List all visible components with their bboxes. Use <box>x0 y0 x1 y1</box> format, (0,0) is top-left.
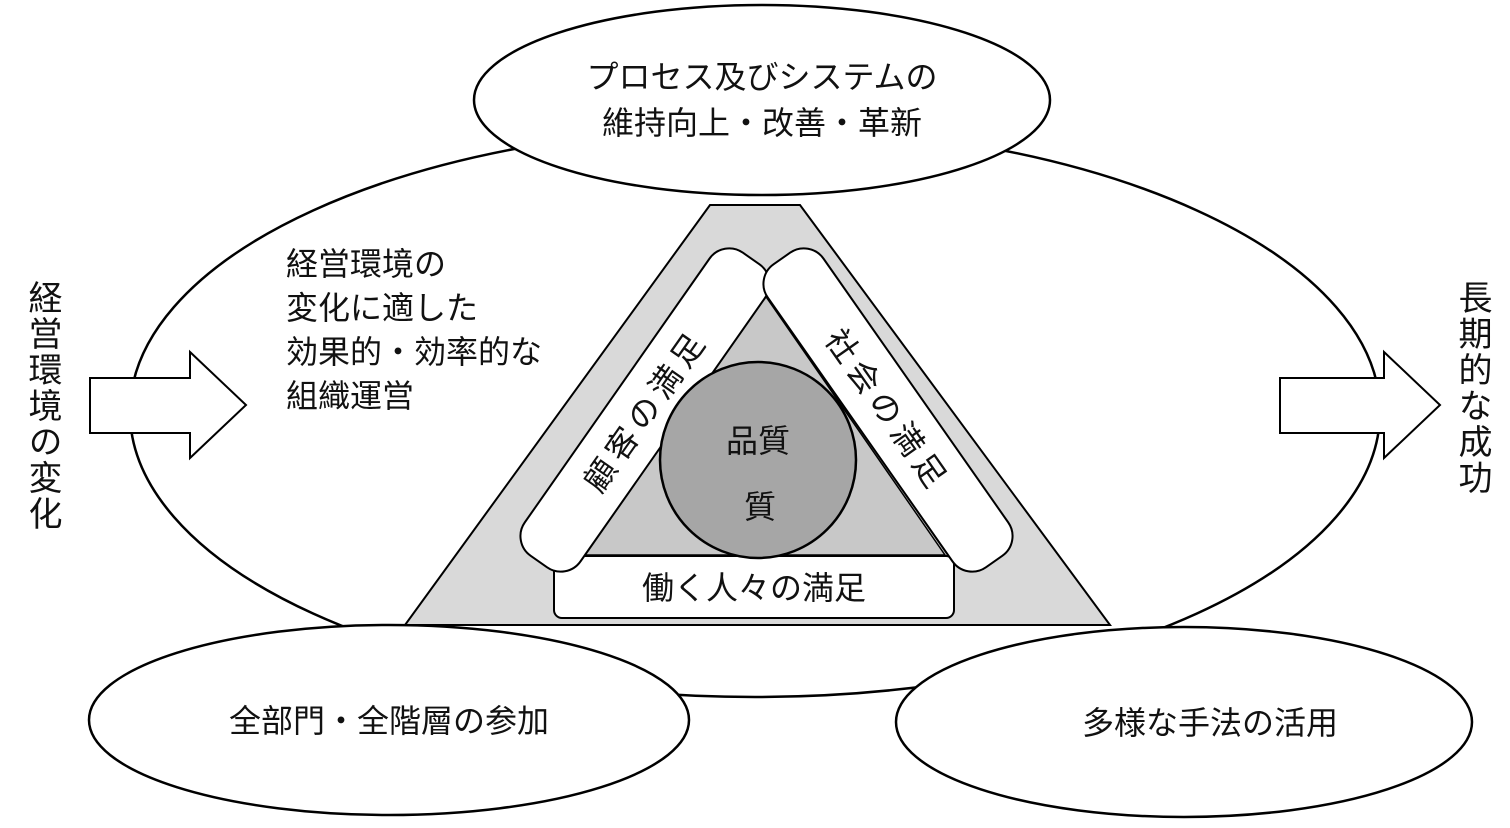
right-arrow <box>1279 349 1442 461</box>
top-ellipse <box>472 3 1052 197</box>
bottom-band-label: 働く人々の満足 <box>642 569 866 607</box>
center-label-line1: 品質 <box>726 422 790 460</box>
top-ellipse-line1: プロセス及びシステムの <box>586 58 937 96</box>
left-arrow <box>89 349 248 461</box>
quality-circle <box>658 360 858 560</box>
left-side-label: 経営環境の変化 <box>22 280 62 532</box>
inner-text-line3: 効果的・効率的な <box>286 333 543 371</box>
bottom-left-ellipse <box>87 623 691 817</box>
bottom-right-ellipse <box>894 625 1474 819</box>
inner-text-line2: 変化に適した <box>286 289 479 327</box>
bottom-left-ellipse-label: 全部門・全階層の参加 <box>229 702 549 740</box>
center-label-line2: 質 <box>744 488 776 526</box>
inner-text-block: 経営環境の 変化に適した 効果的・効率的な 組織運営 <box>286 242 542 418</box>
inner-text-line1: 経営環境の <box>286 245 447 283</box>
bottom-right-ellipse-label: 多様な手法の活用 <box>1082 704 1338 742</box>
top-ellipse-line2: 維持向上・改善・革新 <box>602 104 922 142</box>
inner-text-line4: 組織運営 <box>286 377 415 415</box>
right-band <box>762 247 1014 573</box>
right-side-label: 長期的な成功 <box>1452 280 1492 496</box>
